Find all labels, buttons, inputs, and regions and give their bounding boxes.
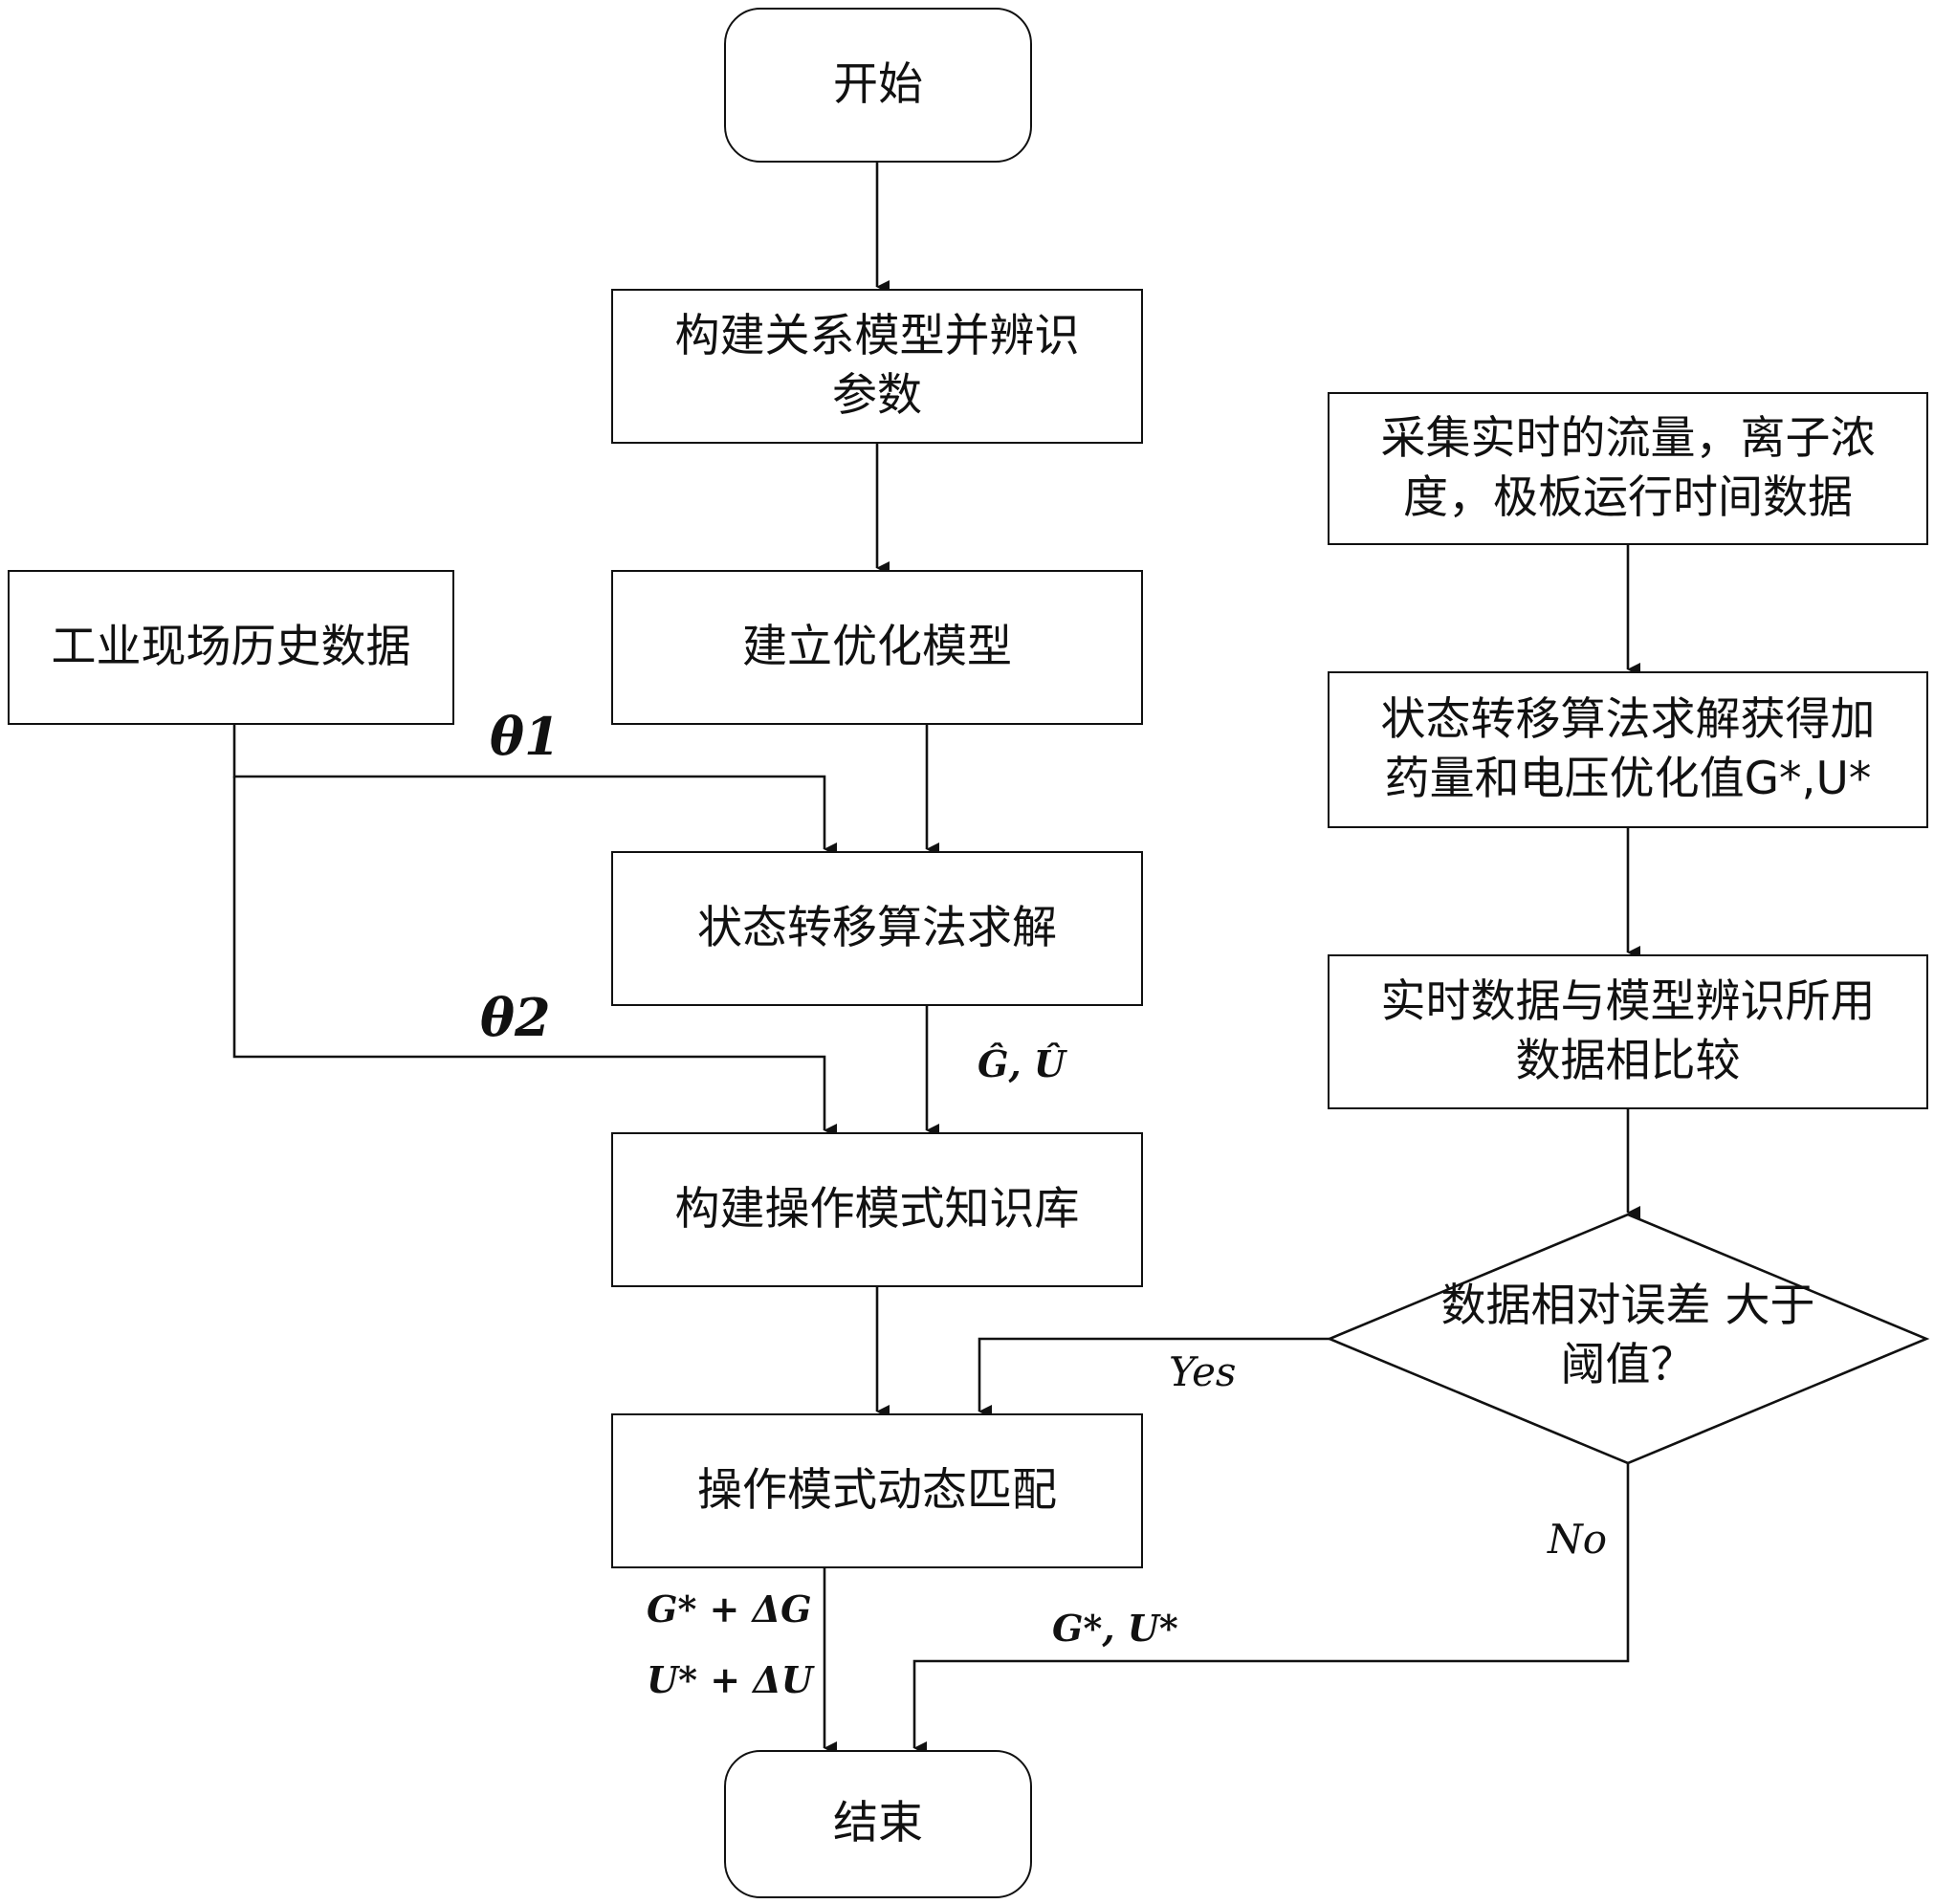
u-delta-label: U* + ΔU — [647, 1658, 813, 1701]
theta1-label: θ1 — [490, 706, 560, 767]
decision-text: 数据相对误差 大于阈值？ — [1440, 1280, 1815, 1392]
start-terminal: 开始 — [724, 8, 1032, 163]
history-data-box: 工业现场历史数据 — [8, 570, 454, 725]
arrow-decision-yes — [978, 1337, 1330, 1418]
arrow-decision-no — [912, 1463, 1630, 1755]
knowledge-base-box: 构建操作模式知识库 — [611, 1132, 1143, 1287]
compare-data-box: 实时数据与模型辨识所用 数据相比较 — [1328, 954, 1928, 1109]
end-terminal: 结束 — [724, 1750, 1032, 1898]
solve-box: 状态转移算法求解 — [611, 851, 1143, 1006]
opt-model-box: 建立优化模型 — [611, 570, 1143, 725]
arrow-history-theta2 — [232, 777, 837, 1137]
no-label: No — [1548, 1516, 1608, 1563]
collect-data-box: 采集实时的流量，离子浓 度，极板运行时间数据 — [1328, 392, 1928, 545]
build-model-box: 构建关系模型并辨识 参数 — [611, 289, 1143, 444]
dynamic-match-box: 操作模式动态匹配 — [611, 1413, 1143, 1568]
g-delta-label: G* + ΔG — [647, 1587, 812, 1630]
g-u-star-label: G*, U* — [1052, 1607, 1178, 1650]
g-u-hat-label: Ĝ, Û — [978, 1042, 1066, 1085]
solve-optimal-box: 状态转移算法求解获得加 药量和电压优化值G*,U* — [1328, 671, 1928, 828]
arrow-history-theta1 — [232, 725, 837, 856]
yes-label: Yes — [1169, 1348, 1237, 1395]
theta2-label: θ2 — [480, 987, 551, 1048]
